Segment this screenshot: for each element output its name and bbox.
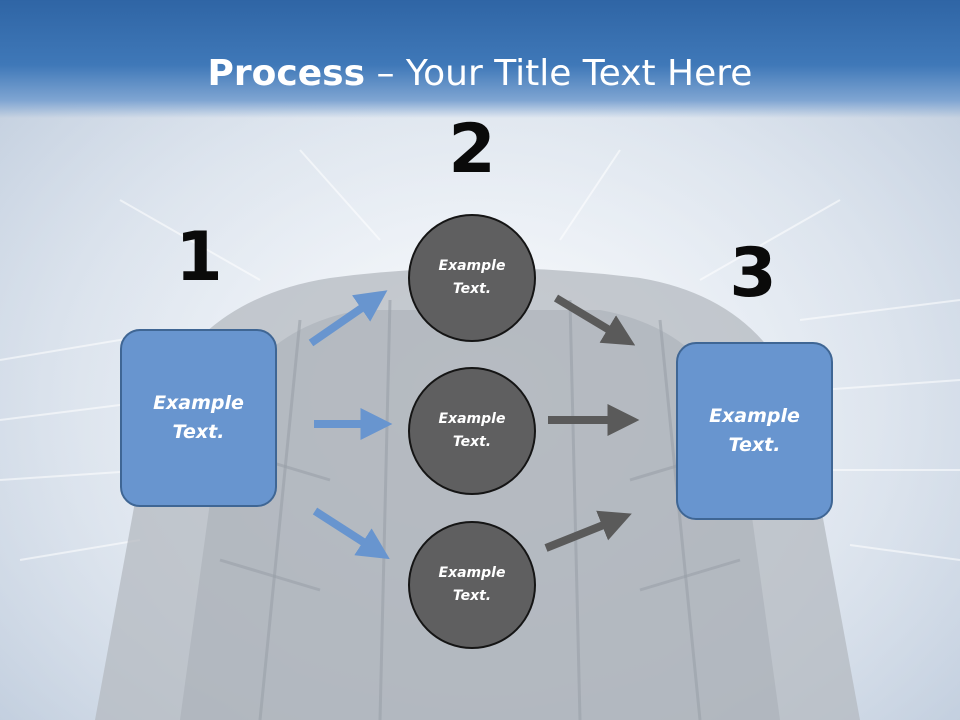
step-number-3: 3: [729, 234, 777, 313]
title-rest: – Your Title Text Here: [365, 53, 753, 94]
circle-top-line2: Text.: [452, 281, 492, 297]
slide-title: Process – Your Title Text Here: [0, 52, 960, 96]
step-number-1: 1: [175, 218, 223, 297]
step-3-text-line2: Text.: [728, 434, 781, 456]
title-bar: [0, 0, 960, 118]
circle-middle-line1: Example: [438, 411, 506, 427]
step-1-text-line2: Text.: [172, 421, 225, 443]
circle-middle-line2: Text.: [452, 434, 492, 450]
circle-bottom-line1: Example: [438, 565, 506, 581]
circle-top-line1: Example: [438, 258, 506, 274]
circle-bottom-line2: Text.: [452, 588, 492, 604]
step-1-text-line1: Example: [153, 392, 244, 414]
title-bold: Process: [207, 53, 366, 94]
step-number-2: 2: [448, 110, 496, 189]
step-3-text-line1: Example: [709, 405, 800, 427]
